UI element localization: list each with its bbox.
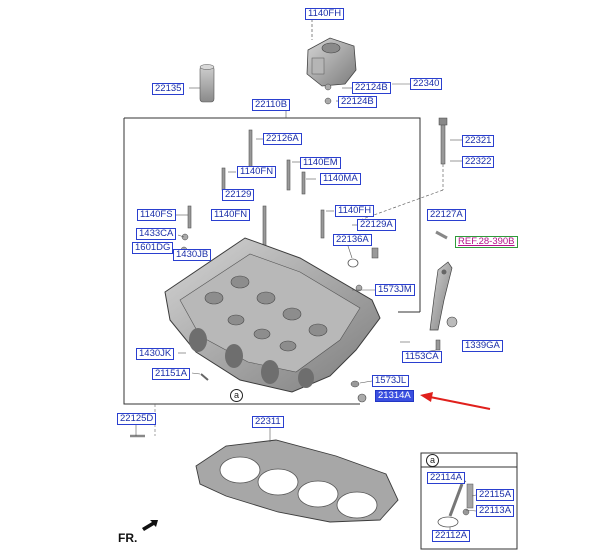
part-label-1573JM[interactable]: 1573JM (375, 284, 415, 296)
part-label-22115A[interactable]: 22115A (476, 489, 515, 501)
part-label-22112A[interactable]: 22112A (432, 530, 471, 542)
part-label-22126A[interactable]: 22126A (263, 133, 302, 145)
assembly-frame (124, 117, 421, 312)
part-label-1140FN-1[interactable]: 1140FN (237, 166, 277, 178)
head-gasket-part (195, 439, 399, 523)
part-label-1339GA[interactable]: 1339GA (462, 340, 503, 352)
part-label-1140FH-top[interactable]: 1140FH (305, 8, 345, 20)
part-label-22114A[interactable]: 22114A (427, 472, 466, 484)
part-label-22125D[interactable]: 22125D (117, 413, 157, 425)
part-label-22136A[interactable]: 22136A (333, 234, 372, 246)
part-label-1140EM[interactable]: 1140EM (300, 157, 341, 169)
part-label-1601DG[interactable]: 1601DG (132, 242, 174, 254)
part-label-1573JL[interactable]: 1573JL (372, 375, 410, 387)
part-label-22129A[interactable]: 22129A (357, 219, 396, 231)
front-arrow-icon (142, 520, 158, 531)
head-bolts (187, 129, 325, 247)
cam-housing-part (306, 37, 357, 87)
detail-marker-a: a (230, 389, 243, 402)
part-label-22135[interactable]: 22135 (152, 83, 185, 95)
part-label-1140FS[interactable]: 1140FS (137, 209, 176, 221)
part-label-1140FN-2[interactable]: 1140FN (211, 209, 251, 221)
part-label-22113A[interactable]: 22113A (476, 505, 515, 517)
part-label-1430JB[interactable]: 1430JB (173, 249, 212, 261)
part-label-22124B-2[interactable]: 22124B (338, 96, 377, 108)
part-label-22322[interactable]: 22322 (462, 156, 495, 168)
part-label-1430JK[interactable]: 1430JK (136, 348, 175, 360)
dowel-sleeve-part (199, 64, 215, 103)
part-label-22321[interactable]: 22321 (462, 135, 495, 147)
bracket-part (429, 261, 453, 331)
reference-link-28-390B[interactable]: REF.28-390B (455, 236, 518, 248)
part-label-21314A-highlighted[interactable]: 21314A (375, 390, 414, 402)
part-label-22124B-1[interactable]: 22124B (352, 82, 391, 94)
assembly-frame-lower (123, 118, 360, 405)
part-label-22127A[interactable]: 22127A (427, 209, 466, 221)
part-label-1153CA[interactable]: 1153CA (402, 351, 442, 363)
detail-frame-marker-a: a (426, 454, 439, 467)
part-label-1433CA[interactable]: 1433CA (136, 228, 177, 240)
part-label-1140FH-mid[interactable]: 1140FH (335, 205, 375, 217)
part-label-22311[interactable]: 22311 (252, 416, 284, 428)
red-pointer-arrow (420, 392, 491, 410)
cylinder-head-part (164, 237, 381, 393)
part-label-22110B[interactable]: 22110B (252, 99, 291, 111)
part-label-22340[interactable]: 22340 (410, 78, 443, 90)
part-label-1140MA[interactable]: 1140MA (320, 173, 361, 185)
front-direction-label: FR. (118, 531, 138, 545)
valve-detail-part (437, 483, 474, 528)
part-label-21151A[interactable]: 21151A (152, 368, 191, 380)
part-label-22129[interactable]: 22129 (222, 189, 255, 201)
